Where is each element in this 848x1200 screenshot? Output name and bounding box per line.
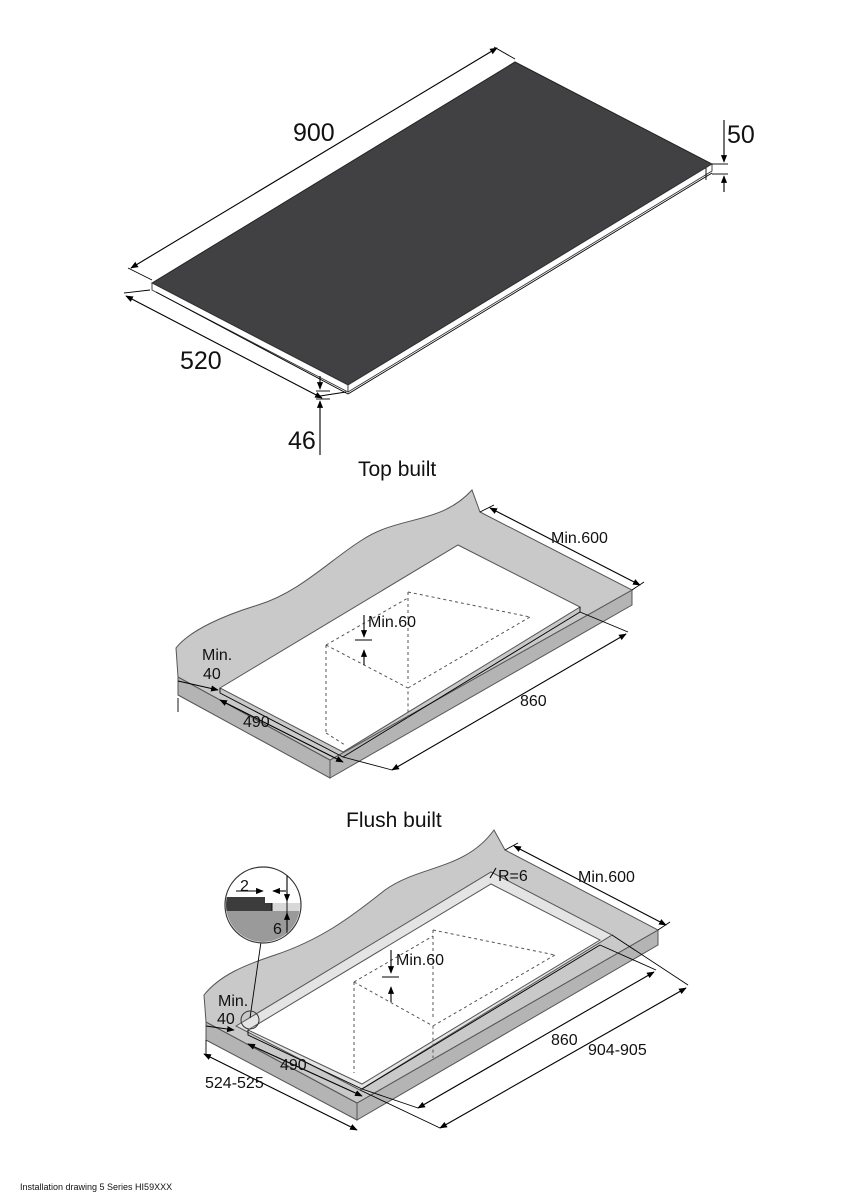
flush-built-min-edge-label-1: Min. (218, 993, 248, 1010)
flush-built-rebate-width-label: 524-525 (205, 1075, 264, 1092)
dim-line-520 (125, 295, 323, 399)
hob-length-label: 900 (293, 119, 335, 147)
top-built-min-edge-label-1: Min. (202, 647, 232, 664)
footer-caption: Installation drawing 5 Series HI59XXX (20, 1182, 172, 1192)
top-built-min-edge-label-2: 40 (203, 666, 221, 683)
detail-rebate-depth-label: 6 (273, 921, 282, 938)
hob-height-rear-label: 50 (727, 121, 755, 149)
flush-built-cutout-length-label: 860 (551, 1032, 578, 1049)
flush-built-min-edge-label-2: 40 (217, 1011, 235, 1028)
flush-built-drawing: 2 6 R=6 Min.600 Min.60 Min. 40 490 860 9… (203, 829, 689, 1131)
top-built-drawing: Min.600 Min.60 Min. 40 490 860 (175, 489, 645, 779)
corner-radius-label: R=6 (498, 868, 528, 885)
hob-drawing: 900 520 50 46 (123, 46, 755, 455)
top-built-min-depth-label: Min.600 (551, 530, 608, 547)
hob-glass-edge-right (347, 163, 713, 393)
dim-line-900 (130, 47, 498, 269)
rebate-detail-magnifier (224, 866, 302, 944)
flush-built-title: Flush built (346, 809, 442, 832)
detail-rebate-width-label: 2 (240, 878, 249, 895)
top-built-cutout-width-label: 490 (243, 714, 270, 731)
flush-built-cutout-width-label: 490 (280, 1057, 307, 1074)
hob-height-front-label: 46 (288, 427, 316, 455)
flush-built-rebate-length-label: 904-905 (588, 1042, 647, 1059)
flush-built-min-depth-label: Min.600 (578, 869, 635, 886)
top-built-min-clearance-label: Min.60 (368, 614, 416, 631)
hob-width-label: 520 (180, 347, 222, 375)
top-built-cutout-length-label: 860 (520, 693, 547, 710)
top-built-title: Top built (358, 458, 436, 481)
flush-built-min-clearance-label: Min.60 (396, 952, 444, 969)
